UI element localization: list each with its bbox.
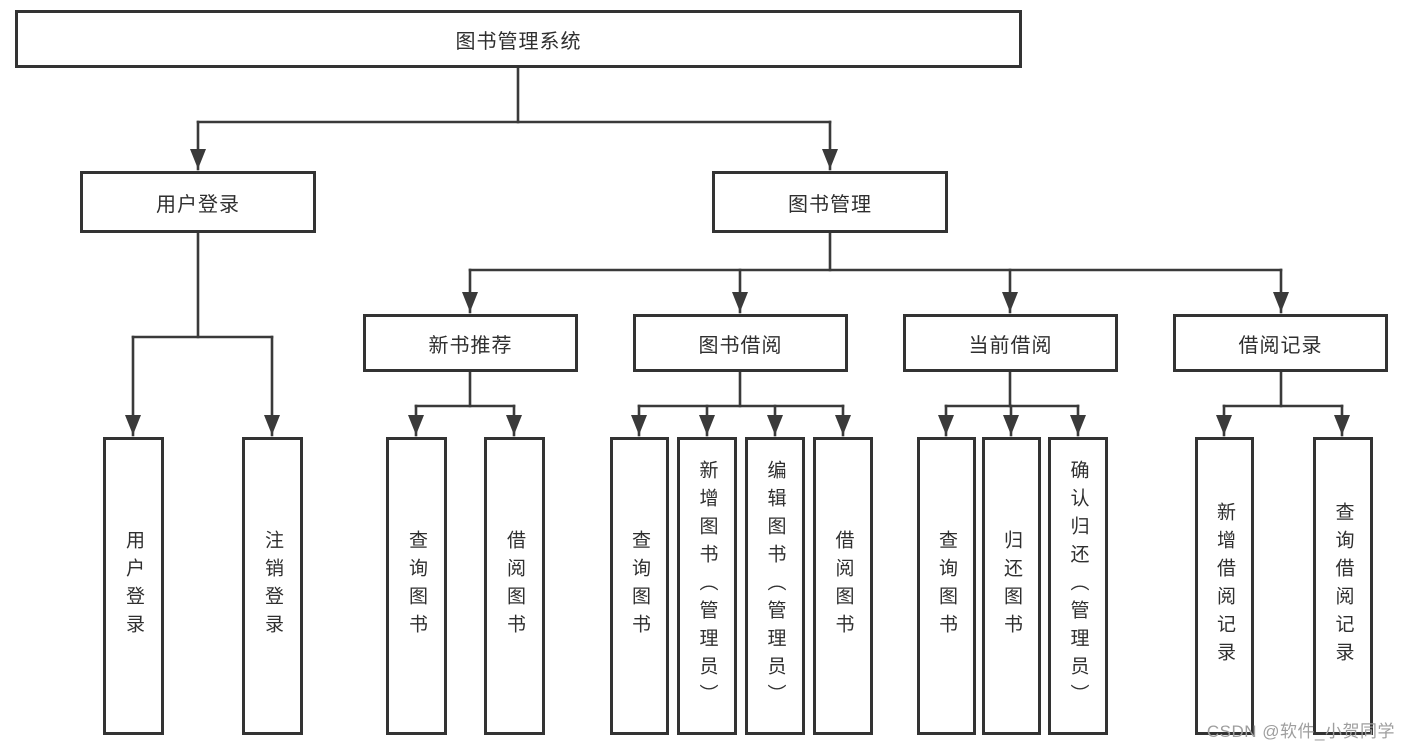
leaf-borrow-books-recommend-label: 借阅图书 xyxy=(504,530,525,642)
leaf-return-books: 归还图书 xyxy=(982,437,1041,735)
node-new-book-recommend: 新书推荐 xyxy=(363,314,578,372)
node-book-borrow-label: 图书借阅 xyxy=(698,334,783,357)
leaf-add-books-admin-label: 新增图书（管理员） xyxy=(696,460,718,712)
node-current-borrow-label: 当前借阅 xyxy=(968,334,1053,357)
leaf-add-borrow-record-label: 新增借阅记录 xyxy=(1214,502,1235,670)
leaf-borrow-books: 借阅图书 xyxy=(813,437,873,735)
csdn-watermark: CSDN @软件_小贺同学 xyxy=(1206,722,1395,741)
node-borrow-records: 借阅记录 xyxy=(1173,314,1388,372)
leaf-user-login-label: 用户登录 xyxy=(123,530,144,642)
leaf-confirm-return-admin-label: 确认归还（管理员） xyxy=(1067,460,1089,712)
leaf-query-books-current-label: 查询图书 xyxy=(936,530,957,642)
node-library-system: 图书管理系统 xyxy=(15,10,1022,68)
leaf-confirm-return-admin: 确认归还（管理员） xyxy=(1048,437,1108,735)
leaf-query-books-borrow: 查询图书 xyxy=(610,437,669,735)
leaf-user-login: 用户登录 xyxy=(103,437,164,735)
leaf-add-borrow-record: 新增借阅记录 xyxy=(1195,437,1254,735)
leaf-add-books-admin: 新增图书（管理员） xyxy=(677,437,737,735)
node-user-login: 用户登录 xyxy=(80,171,316,233)
leaf-query-books-current: 查询图书 xyxy=(917,437,976,735)
node-new-book-recommend-label: 新书推荐 xyxy=(428,334,513,357)
node-user-login-label: 用户登录 xyxy=(156,193,240,216)
node-borrow-records-label: 借阅记录 xyxy=(1238,334,1323,357)
leaf-logout: 注销登录 xyxy=(242,437,303,735)
leaf-query-books-recommend-label: 查询图书 xyxy=(406,530,427,642)
leaf-edit-books-admin: 编辑图书（管理员） xyxy=(745,437,805,735)
node-current-borrow: 当前借阅 xyxy=(903,314,1118,372)
leaf-query-borrow-record: 查询借阅记录 xyxy=(1313,437,1373,735)
leaf-logout-label: 注销登录 xyxy=(262,530,283,642)
leaf-query-books-borrow-label: 查询图书 xyxy=(629,530,650,642)
leaf-query-borrow-record-label: 查询借阅记录 xyxy=(1332,502,1354,670)
leaf-edit-books-admin-label: 编辑图书（管理员） xyxy=(764,460,786,712)
leaf-borrow-books-label: 借阅图书 xyxy=(832,530,854,642)
leaf-query-books-recommend: 查询图书 xyxy=(386,437,447,735)
leaf-borrow-books-recommend: 借阅图书 xyxy=(484,437,545,735)
leaf-return-books-label: 归还图书 xyxy=(1001,530,1022,642)
node-book-management: 图书管理 xyxy=(712,171,948,233)
node-book-borrow: 图书借阅 xyxy=(633,314,848,372)
node-book-management-label: 图书管理 xyxy=(788,193,872,216)
node-library-system-label: 图书管理系统 xyxy=(455,30,582,53)
